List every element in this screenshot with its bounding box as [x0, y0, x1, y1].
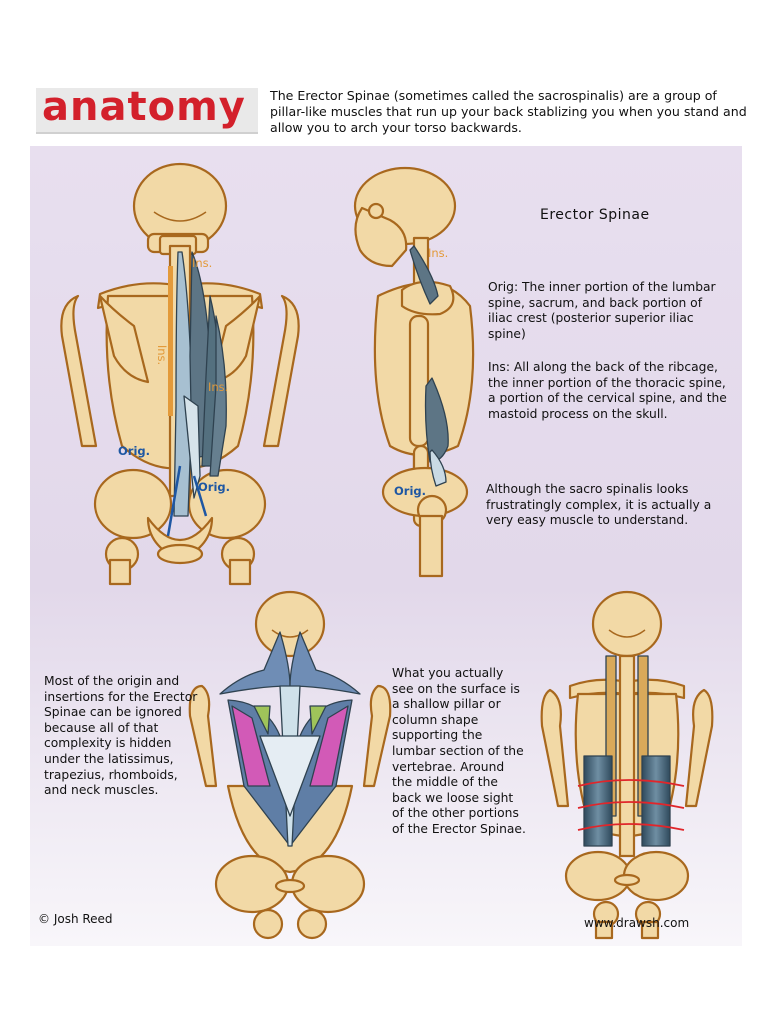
illustration-panel: Ins. Ins. Ins. Orig. Orig. Ins. Orig. Er… [30, 146, 742, 946]
copyright: © Josh Reed [38, 912, 113, 926]
hidden-muscles-note: Most of the origin and insertions for th… [44, 674, 204, 799]
skeleton-side-view [355, 168, 473, 576]
logo-text: anatomy [42, 84, 246, 130]
website-credit: www.drawsh.com [584, 916, 689, 930]
diagram-title: Erector Spinae [540, 208, 650, 224]
intro-paragraph: The Erector Spinae (sometimes called the… [270, 88, 750, 136]
anatomy-logo: anatomy [36, 88, 258, 134]
anatomy-illustrations [30, 146, 742, 946]
ins-marker-ribcage: Ins. [208, 380, 228, 394]
skeleton-back-view-3 [542, 592, 713, 938]
orig-marker-side: Orig. [394, 484, 426, 498]
origin-description: Orig: The inner portion of the lumbar sp… [488, 280, 728, 342]
ins-marker-upper: Ins. [192, 256, 212, 270]
complexity-note: Although the sacro spinalis looks frustr… [486, 482, 726, 529]
ins-marker-side: Ins. [428, 246, 448, 260]
surface-pillar-note: What you actually see on the surface is … [392, 666, 526, 838]
ins-marker-spine: Ins. [155, 345, 169, 365]
insertion-description: Ins: All along the back of the ribcage, … [488, 360, 728, 422]
orig-marker-right: Orig. [198, 480, 230, 494]
orig-marker-left: Orig. [118, 444, 150, 458]
